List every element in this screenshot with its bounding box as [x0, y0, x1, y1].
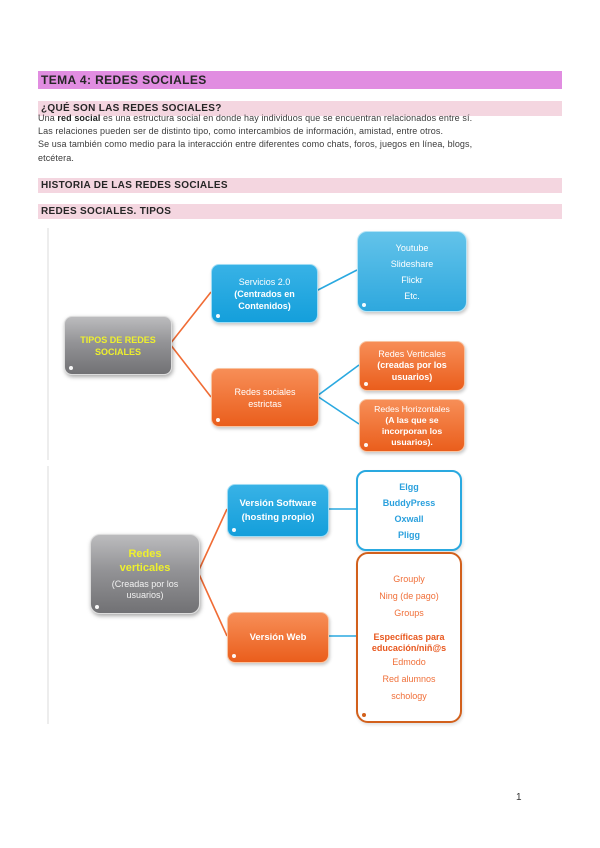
image-edge-line	[47, 466, 49, 724]
diagram2-root-node: Redes verticales (Creadas por los usuari…	[90, 534, 200, 614]
corner-dot	[69, 366, 73, 370]
node-label: verticales	[119, 562, 171, 574]
node-label: incorporan los	[381, 425, 443, 436]
node-heading: Específicas para	[373, 631, 445, 642]
node-label: (creadas por los	[377, 360, 447, 371]
node-label: Grouply	[393, 573, 425, 584]
node-label: schology	[391, 690, 427, 701]
diagram2-software-node: Versión Software (hosting propio)	[227, 484, 329, 537]
node-label: estrictas	[248, 398, 282, 409]
node-label: TIPOS DE REDES	[80, 334, 156, 345]
node-label: Slideshare	[390, 258, 434, 269]
node-label: Groups	[394, 607, 424, 618]
node-sublabel: (Creadas por los	[111, 579, 179, 589]
corner-dot	[95, 605, 99, 609]
diagram1-estrictas-node: Redes sociales estrictas	[211, 368, 319, 427]
page-number: 1	[516, 792, 522, 803]
corner-dot	[364, 382, 368, 386]
section-heading-tipos: REDES SOCIALES. TIPOS	[38, 204, 562, 219]
node-label: Redes Verticales	[378, 348, 446, 359]
node-sublabel: usuarios)	[126, 590, 164, 600]
intro-text: Una	[38, 113, 58, 123]
diagram2-web-node: Versión Web	[227, 612, 329, 663]
node-label: Redes	[128, 548, 162, 560]
node-label: Oxwall	[394, 513, 424, 524]
diagram1-horizontales-node: Redes Horizontales (A las que se incorpo…	[359, 399, 465, 452]
node-label: Redes sociales	[234, 386, 296, 397]
intro-line: etcétera.	[38, 152, 74, 163]
corner-dot	[216, 418, 220, 422]
node-label: Redes Horizontales	[374, 403, 450, 414]
node-label: usuarios)	[391, 371, 433, 382]
node-heading: educación/niñ@s	[371, 642, 447, 653]
node-label: BuddyPress	[382, 497, 436, 508]
node-label: (Centrados en	[234, 288, 295, 299]
node-label: Flickr	[401, 274, 423, 285]
diagram1-servicios-examples-node: Youtube Slideshare Flickr Etc.	[357, 231, 467, 312]
diagram1-verticales-node: Redes Verticales (creadas por los usuari…	[359, 341, 465, 391]
node-label: (hosting propio)	[241, 511, 315, 523]
diagram1-root-node: TIPOS DE REDES SOCIALES	[64, 316, 172, 375]
node-label: Elgg	[399, 481, 419, 492]
node-label: Etc.	[404, 290, 420, 301]
page-title: TEMA 4: REDES SOCIALES	[38, 71, 562, 89]
node-label: (A las que se	[385, 414, 439, 425]
node-label: Contenidos)	[238, 300, 291, 311]
node-label: Versión Web	[249, 631, 307, 643]
corner-dot	[362, 713, 366, 717]
intro-paragraph: Una red social es una estructura social …	[38, 112, 562, 165]
intro-line: Se usa también como medio para la intera…	[38, 139, 473, 150]
intro-text: es una estructura social en donde hay in…	[100, 113, 473, 123]
section-heading-historia: HISTORIA DE LAS REDES SOCIALES	[38, 178, 562, 193]
diagram2-web-examples-node: Grouply Ning (de pago) Groups Específica…	[356, 552, 462, 723]
diagram2-software-examples-node: Elgg BuddyPress Oxwall Pligg	[356, 470, 462, 551]
node-label: Edmodo	[392, 656, 426, 667]
node-label: SOCIALES	[94, 346, 141, 357]
node-label: Red alumnos	[382, 673, 436, 684]
intro-line: Las relaciones pueden ser de distinto ti…	[38, 126, 444, 137]
corner-dot	[232, 528, 236, 532]
intro-line: Una red social es una estructura social …	[38, 112, 562, 125]
node-label: Pligg	[398, 529, 420, 540]
node-label: Ning (de pago)	[379, 590, 439, 601]
section-heading-que-son: ¿QUÉ SON LAS REDES SOCIALES?	[38, 101, 562, 116]
corner-dot	[232, 654, 236, 658]
diagram1-servicios-node: Servicios 2.0 (Centrados en Contenidos)	[211, 264, 318, 323]
node-label: Servicios 2.0	[238, 276, 291, 287]
corner-dot	[364, 443, 368, 447]
image-edge-line	[47, 228, 49, 460]
node-label: Youtube	[395, 242, 429, 253]
corner-dot	[362, 303, 366, 307]
node-label: usuarios).	[391, 436, 433, 447]
intro-bold-text: red social	[57, 113, 101, 123]
corner-dot	[216, 314, 220, 318]
node-label: Versión Software	[239, 497, 317, 509]
